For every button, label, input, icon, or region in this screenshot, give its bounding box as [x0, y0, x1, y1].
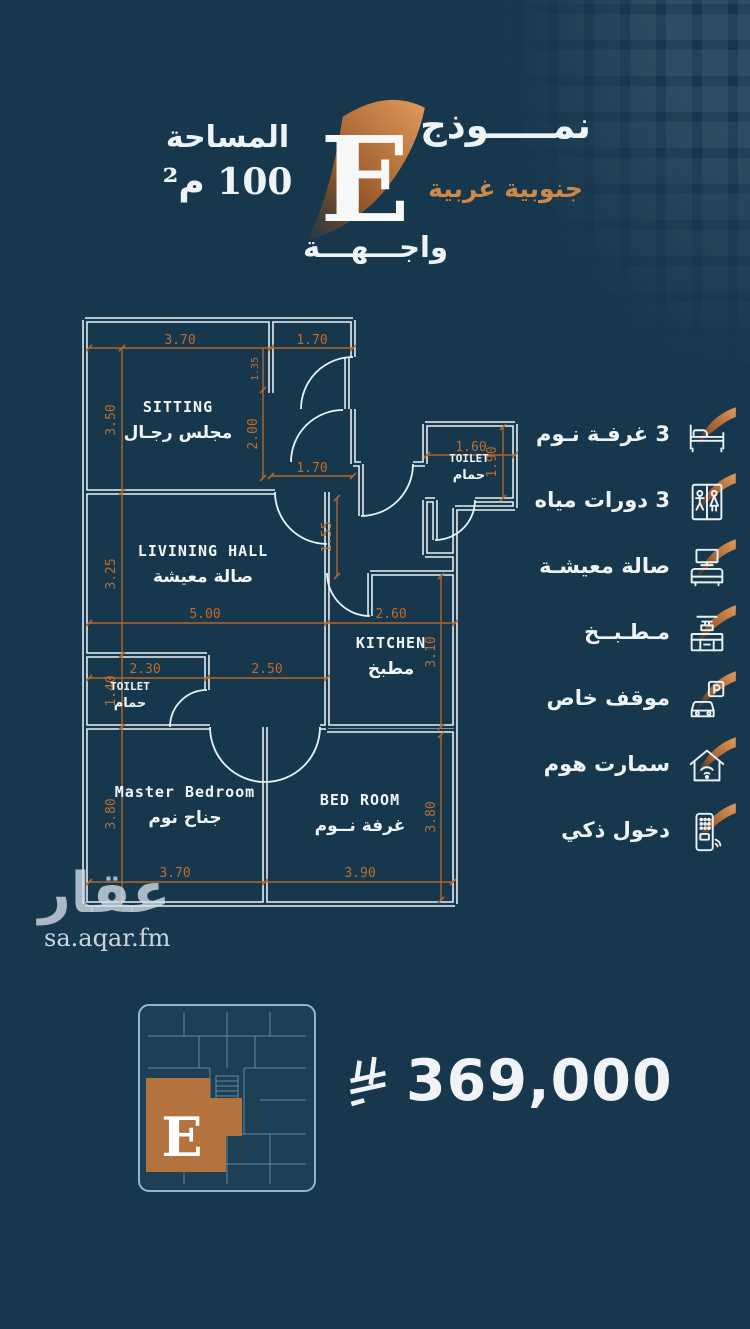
dimension-label: 1.60: [455, 440, 486, 455]
room-label-master-ar: جناح نوم: [148, 808, 221, 828]
wc-icon: [682, 473, 736, 527]
dimension-label: 1.35: [250, 357, 261, 381]
watermark-logo: عقار: [38, 861, 171, 926]
building-thumbnail: E: [138, 1004, 316, 1192]
facade-label: واجـــهـــة: [302, 230, 449, 264]
room-label-toilet1-ar: حمام: [453, 468, 486, 483]
room-label-master-en: Master Bedroom: [115, 783, 255, 801]
model-letter-block: E: [298, 90, 432, 268]
area-value: 100 م²: [162, 161, 293, 203]
room-label-living-ar: صالة معيشة: [153, 567, 253, 587]
orientation-label: جنوبية غربية: [428, 174, 583, 203]
dimension-label: 2.50: [251, 662, 282, 677]
watermark-site: sa.aqar.fm: [44, 924, 171, 952]
room-label-bedroom-ar: غرفة نــوم: [315, 816, 406, 836]
dimension-label: 1.40: [104, 675, 119, 706]
orange-swoosh-icon: [306, 99, 425, 241]
door-arcs: [169, 356, 476, 783]
room-label-kitchen-ar: مطبخ: [368, 659, 414, 679]
dimension-label: 3.10: [424, 636, 439, 667]
dimension-label: 1.55: [320, 521, 335, 552]
dimension-label: 3.70: [164, 333, 195, 348]
feature-living-hall: صالة معيشـة: [522, 539, 736, 593]
room-label-sitting-en: SITTING: [143, 398, 213, 416]
feature-label: سمارت هوم: [543, 752, 670, 777]
feature-label: صالة معيشـة: [539, 554, 670, 579]
bed-icon: [682, 407, 736, 461]
room-label-kitchen-en: KITCHEN: [356, 634, 426, 652]
feature-parking: موقف خاص: [522, 671, 736, 725]
model-letter: E: [320, 109, 410, 249]
price-value: 369,000: [406, 1048, 673, 1114]
dimension-label: 3.50: [104, 404, 119, 435]
smart-home-icon: [682, 737, 736, 791]
room-label-bedroom-en: BED ROOM: [320, 791, 400, 809]
features-list: 3 غرفـة نـوم 3 دورات مياه: [522, 407, 736, 857]
feature-kitchen: مـطـبــخ: [522, 605, 736, 659]
saudi-riyal-icon: [349, 1056, 386, 1107]
dimension-label: 5.00: [189, 607, 220, 622]
room-label-living-en: LIVINING HALL: [138, 542, 268, 560]
dimension-label: 3.80: [104, 798, 119, 829]
model-label: نمـــــوذج: [420, 104, 591, 147]
dimension-label: 2.30: [129, 662, 160, 677]
icon-swoosh: [696, 803, 736, 843]
dimension-label: 3.25: [104, 558, 119, 589]
watermark: عقار sa.aqar.fm: [22, 861, 171, 953]
floor-plan: 3.70 1.70 3.50 1.35 2.00 1.70 1.60 1.90 …: [82, 317, 519, 907]
living-room-icon: [682, 539, 736, 593]
dimension-label: 1.90: [485, 446, 500, 477]
feature-label: دخول ذكي: [561, 818, 670, 843]
dimension-label: 1.70: [296, 333, 327, 348]
kitchen-icon: [682, 605, 736, 659]
room-label-toilet2-en: TOILET: [110, 680, 150, 693]
dimension-label: 3.80: [424, 801, 439, 832]
dimension-label: 3.70: [159, 866, 190, 881]
feature-label: 3 غرفـة نـوم: [536, 422, 670, 447]
smart-entry-icon: [682, 803, 736, 857]
feature-smart-home: سمارت هوم: [522, 737, 736, 791]
thumbnail-unit-letter: E: [161, 1105, 202, 1169]
feature-bathrooms: 3 دورات مياه: [522, 473, 736, 527]
dimension-label: 2.00: [246, 418, 261, 449]
feature-bedrooms: 3 غرفـة نـوم: [522, 407, 736, 461]
feature-label: 3 دورات مياه: [534, 488, 670, 513]
thumbnail-unit-highlight: [146, 1078, 242, 1172]
parking-icon: [682, 671, 736, 725]
feature-smart-entry: دخول ذكي: [522, 803, 736, 857]
header-area-block: المساحة 100 م²: [160, 120, 295, 203]
room-label-toilet1-en: TOILET: [449, 452, 489, 465]
room-label-sitting-ar: مجلس رجـال: [124, 423, 233, 443]
area-label: المساحة: [165, 120, 290, 155]
feature-label: مـطـبــخ: [584, 620, 670, 645]
room-label-toilet2-ar: حمام: [114, 696, 147, 711]
dimension-label: 2.60: [375, 607, 406, 622]
dimension-label: 3.90: [344, 866, 375, 881]
dimension-label: 1.70: [296, 461, 327, 476]
dimension-ticks: [85, 344, 519, 904]
price-block: 369,000: [344, 1048, 673, 1114]
feature-label: موقف خاص: [546, 686, 670, 711]
